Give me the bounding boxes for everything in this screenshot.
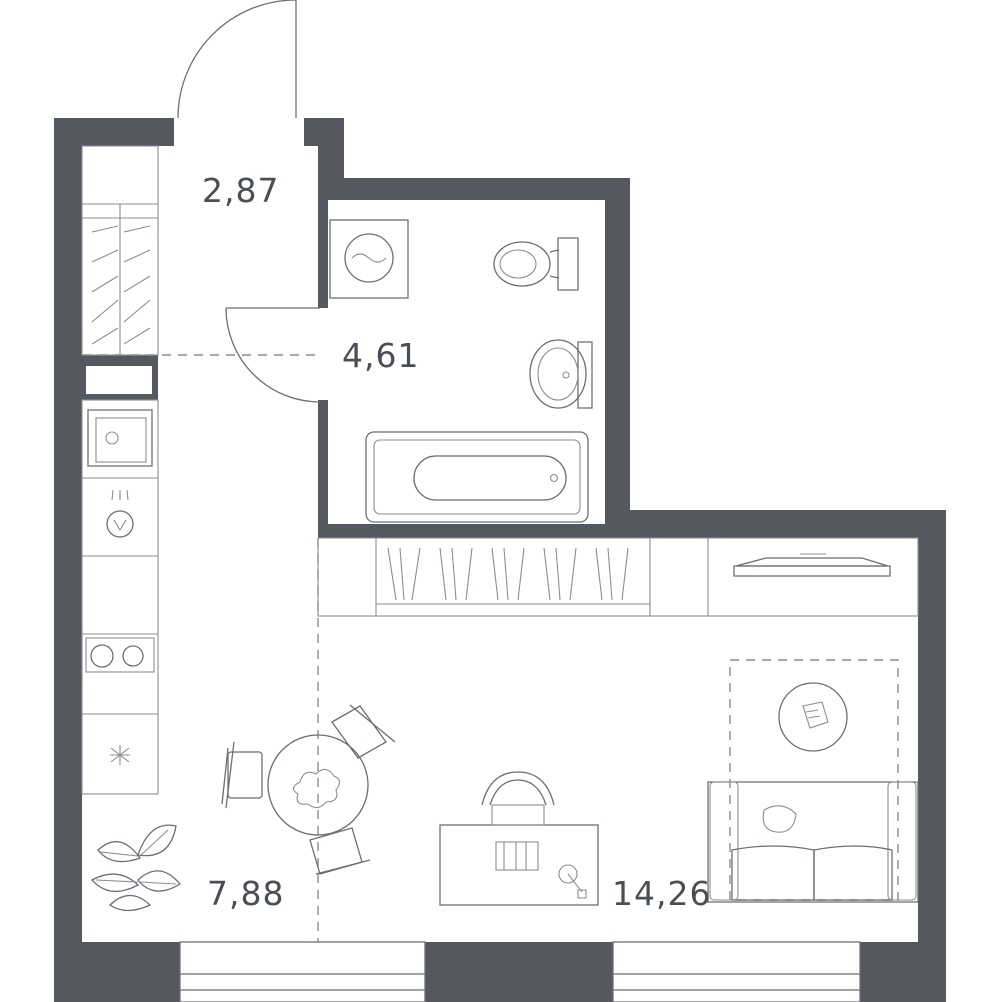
desk-chair (481, 771, 555, 826)
living-wardrobe (317, 537, 919, 617)
hall-wardrobe (81, 145, 159, 356)
dining-table (267, 734, 369, 836)
dining-chair (331, 704, 396, 759)
dining-chair (221, 741, 263, 809)
kitchen-area: 7,88 (207, 874, 284, 913)
fridge (110, 745, 130, 765)
hall-area: 2,87 (202, 171, 279, 210)
entrance-door (177, 0, 297, 119)
coffee-table (778, 682, 848, 752)
kitchen-counter (81, 399, 159, 795)
washbasin (529, 339, 593, 409)
tv-stand (733, 553, 891, 617)
dishwasher (106, 489, 134, 538)
toilet (493, 237, 579, 291)
desk (439, 824, 599, 906)
cooktop (85, 637, 155, 673)
walls (54, 118, 946, 1002)
bathroom-door (82, 307, 321, 403)
bathtub (365, 431, 589, 523)
sofa (707, 781, 919, 903)
windows (179, 941, 861, 1002)
dining-chair (309, 827, 371, 875)
plant (90, 824, 181, 912)
bathroom-area: 4,61 (342, 336, 419, 375)
washing-machine (329, 219, 409, 299)
kitchen-sink (87, 409, 153, 467)
rug (729, 659, 899, 901)
living-area: 14,26 (612, 874, 711, 913)
